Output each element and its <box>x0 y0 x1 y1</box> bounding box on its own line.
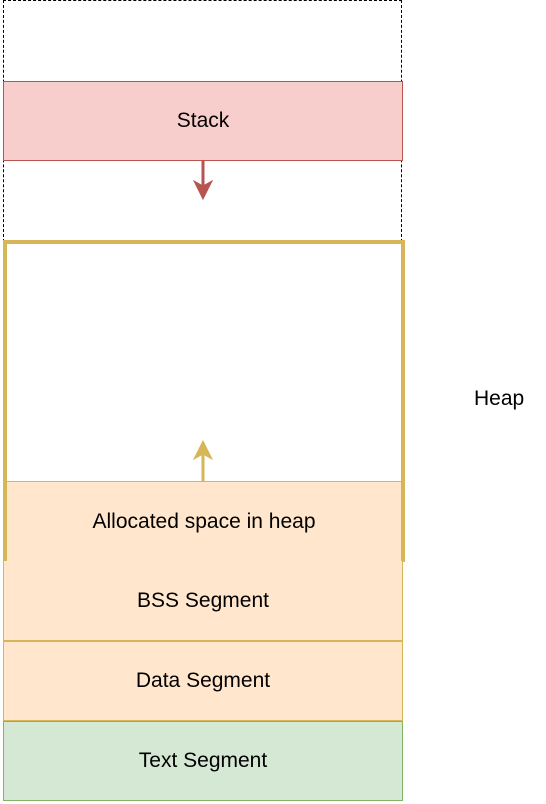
heap-label: Heap <box>474 387 525 410</box>
stack-segment: Stack <box>3 81 403 161</box>
text-label: Text Segment <box>138 749 268 772</box>
heap-growth-arrow-icon <box>192 439 214 482</box>
bss-segment: BSS Segment <box>3 561 403 641</box>
data-label: Data Segment <box>135 669 271 692</box>
bss-label: BSS Segment <box>137 588 269 612</box>
allocated-heap-segment: Allocated space in heap <box>7 481 401 561</box>
allocated-label: Allocated space in heap <box>92 509 316 533</box>
data-segment: Data Segment <box>3 641 403 721</box>
stack-growth-arrow-icon <box>192 161 214 201</box>
text-segment: Text Segment <box>3 721 403 801</box>
stack-label: Stack <box>176 109 230 132</box>
